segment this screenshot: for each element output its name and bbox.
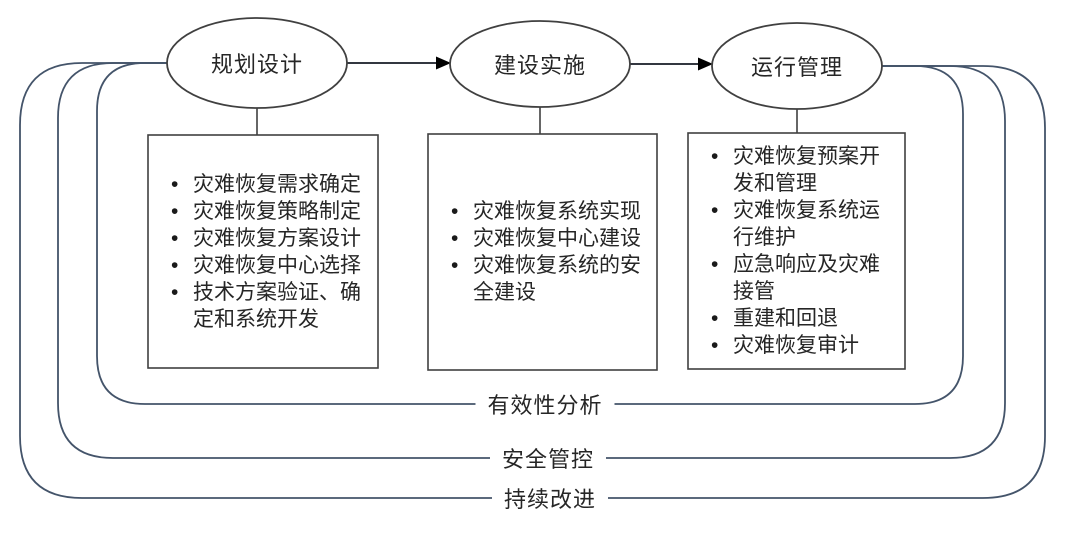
task-list-operation: 灾难恢复预案开发和管理 灾难恢复系统运行维护 应急响应及灾难接管 重建和回退 灾… bbox=[689, 134, 904, 368]
stage-label-operation: 运行管理 bbox=[750, 55, 844, 80]
task-list-planning: 灾难恢复需求确定 灾难恢复策略制定 灾难恢复方案设计 灾难恢复中心选择 技术方案… bbox=[149, 136, 377, 367]
list-item-text: 灾难恢复审计 bbox=[733, 334, 859, 357]
stage-label-planning: 规划设计 bbox=[210, 52, 304, 77]
list-item-text: 灾难恢复需求确定 bbox=[193, 172, 361, 196]
list-item-text: 灾难恢复系统运行维护 bbox=[733, 199, 880, 249]
stage-ellipse-operation bbox=[711, 22, 883, 110]
list-item: 灾难恢复需求确定 bbox=[167, 171, 371, 198]
loop-label-improvement: 持续改进 bbox=[491, 482, 609, 514]
task-list-construction: 灾难恢复系统实现 灾难恢复中心建设 灾难恢复系统的安全建设 bbox=[429, 135, 656, 369]
list-item: 技术方案验证、确定和系统开发 bbox=[167, 279, 371, 333]
loop-label-effectiveness: 有效性分析 bbox=[475, 388, 615, 420]
arrowhead-right-icon-2 bbox=[698, 57, 713, 71]
list-item-text: 重建和回退 bbox=[733, 307, 838, 330]
list-item: 灾难恢复策略制定 bbox=[167, 198, 371, 225]
list-item: 灾难恢复方案设计 bbox=[167, 225, 371, 252]
stage-label-construction: 建设实施 bbox=[493, 53, 587, 78]
list-item-text: 应急响应及灾难接管 bbox=[733, 253, 880, 303]
list-item-text: 灾难恢复方案设计 bbox=[193, 226, 361, 250]
arrowhead-right-icon-1 bbox=[436, 56, 451, 70]
list-item: 灾难恢复中心选择 bbox=[167, 252, 371, 279]
list-item-text: 灾难恢复系统实现 bbox=[473, 200, 641, 223]
list-item: 灾难恢复系统的安全建设 bbox=[447, 252, 650, 306]
list-item-text: 灾难恢复中心建设 bbox=[473, 227, 641, 250]
list-item: 灾难恢复系统实现 bbox=[447, 198, 650, 225]
list-item-text: 灾难恢复中心选择 bbox=[193, 253, 361, 277]
list-item: 灾难恢复预案开发和管理 bbox=[707, 143, 898, 197]
list-item: 灾难恢复系统运行维护 bbox=[707, 197, 898, 251]
list-item-text: 技术方案验证、确定和系统开发 bbox=[193, 280, 361, 331]
list-item: 重建和回退 bbox=[707, 305, 898, 332]
loop-label-security: 安全管控 bbox=[489, 442, 607, 474]
list-item: 灾难恢复审计 bbox=[707, 332, 898, 359]
stage-ellipse-construction bbox=[449, 20, 631, 108]
list-item-text: 灾难恢复策略制定 bbox=[193, 199, 361, 223]
list-item: 灾难恢复中心建设 bbox=[447, 225, 650, 252]
list-item-text: 灾难恢复系统的安全建设 bbox=[473, 254, 641, 304]
list-item-text: 灾难恢复预案开发和管理 bbox=[733, 145, 880, 195]
stage-ellipse-planning bbox=[166, 17, 348, 109]
list-item: 应急响应及灾难接管 bbox=[707, 251, 898, 305]
